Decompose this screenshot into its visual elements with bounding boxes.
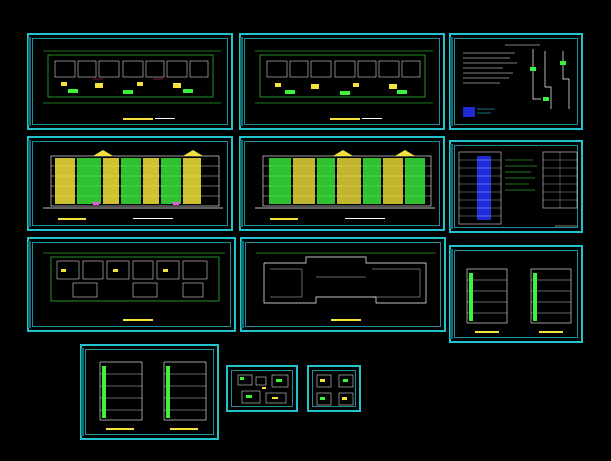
table-icon bbox=[458, 151, 578, 227]
section-icon bbox=[466, 268, 572, 333]
sheet-schedule-table[interactable] bbox=[449, 140, 583, 233]
detail-icon bbox=[237, 374, 289, 404]
sheet-elevation-2[interactable] bbox=[239, 136, 445, 231]
elevation-icon bbox=[255, 150, 435, 220]
sheet-edge-strip bbox=[28, 37, 31, 126]
sheet-edge-strip bbox=[241, 241, 244, 328]
floor-plan-icon bbox=[43, 252, 225, 321]
floor-plan-icon bbox=[43, 50, 221, 120]
sheet-edge-strip bbox=[450, 37, 453, 126]
sheet-floor-plan-1[interactable] bbox=[27, 33, 233, 130]
sheet-design-notes[interactable] bbox=[449, 33, 583, 130]
sheet-sections-1[interactable] bbox=[449, 245, 583, 343]
sheet-inner-frame bbox=[32, 38, 228, 125]
sheet-inner-frame bbox=[454, 38, 578, 125]
sheet-edge-strip bbox=[81, 348, 84, 436]
sheet-roof-plan[interactable] bbox=[240, 237, 446, 332]
sheet-inner-frame bbox=[32, 141, 228, 226]
roof-plan-icon bbox=[256, 252, 436, 321]
sheet-floor-plan-2[interactable] bbox=[239, 33, 445, 130]
elevation-icon bbox=[43, 150, 223, 220]
sheet-edge-strip bbox=[240, 140, 243, 227]
sheet-edge-strip bbox=[28, 140, 31, 227]
sheet-inner-frame bbox=[244, 38, 440, 125]
sheet-edge-strip bbox=[450, 249, 453, 339]
sheet-detail-1[interactable] bbox=[226, 365, 298, 412]
sheet-detail-2[interactable] bbox=[307, 365, 361, 412]
sheet-inner-frame bbox=[231, 370, 293, 407]
sheet-sections-2[interactable] bbox=[80, 344, 219, 440]
sheet-inner-frame bbox=[454, 250, 578, 338]
detail-icon bbox=[316, 374, 354, 406]
sheet-edge-strip bbox=[450, 144, 453, 229]
sheet-inner-frame bbox=[454, 145, 578, 228]
sheet-inner-frame bbox=[32, 242, 231, 327]
floor-plan-icon bbox=[255, 50, 433, 120]
sheet-edge-strip bbox=[240, 37, 243, 126]
notes-icon bbox=[463, 44, 570, 117]
sheet-inner-frame bbox=[85, 349, 214, 435]
sheet-inner-frame bbox=[245, 242, 441, 327]
sheet-floor-plan-3[interactable] bbox=[27, 237, 236, 332]
section-icon bbox=[99, 361, 207, 430]
sheet-elevation-1[interactable] bbox=[27, 136, 233, 231]
sheet-inner-frame bbox=[312, 370, 356, 407]
sheet-inner-frame bbox=[244, 141, 440, 226]
sheet-edge-strip bbox=[28, 241, 31, 328]
